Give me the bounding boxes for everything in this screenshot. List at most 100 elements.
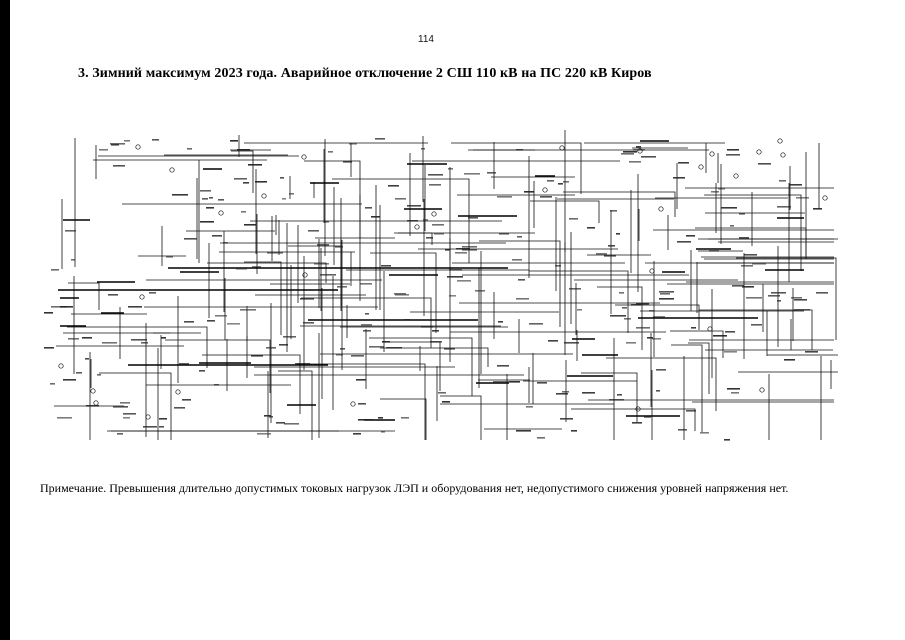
scheme-annotation-mark bbox=[110, 143, 125, 145]
scheme-annotation-mark bbox=[604, 255, 616, 257]
scheme-annotation-mark bbox=[252, 266, 261, 268]
scheme-annotation-mark bbox=[237, 149, 250, 151]
scheme-annotation-mark bbox=[647, 337, 653, 339]
scheme-line bbox=[670, 330, 724, 358]
scheme-annotation-mark bbox=[727, 388, 740, 390]
scheme-annotation-mark bbox=[108, 294, 118, 296]
transformer-symbol bbox=[302, 272, 308, 278]
scheme-annotation-mark bbox=[449, 269, 462, 271]
scheme-annotation-mark bbox=[124, 140, 130, 142]
scheme-annotation-mark bbox=[215, 315, 227, 317]
transformer-symbol bbox=[637, 148, 643, 154]
scheme-line bbox=[68, 282, 100, 310]
scheme-annotation-mark bbox=[779, 180, 786, 182]
scheme-line bbox=[440, 395, 482, 440]
transformer-symbol bbox=[707, 326, 713, 332]
scheme-annotation-mark bbox=[610, 210, 617, 212]
scheme-annotation-mark bbox=[340, 348, 345, 350]
scheme-annotation-mark bbox=[624, 318, 631, 320]
scheme-annotation-mark bbox=[623, 151, 637, 153]
scheme-annotation-mark bbox=[746, 297, 762, 299]
scheme-annotation-mark bbox=[558, 183, 563, 185]
scheme-annotation-mark bbox=[187, 148, 192, 150]
scheme-annotation-mark bbox=[99, 149, 108, 151]
transformer-symbol bbox=[635, 406, 641, 412]
scheme-annotation-mark bbox=[161, 337, 166, 339]
scheme-annotation-mark bbox=[497, 196, 512, 198]
scheme-annotation-mark bbox=[445, 249, 450, 251]
scheme-annotation-mark bbox=[363, 330, 371, 332]
transformer-symbol bbox=[709, 151, 715, 157]
scheme-annotation-mark bbox=[499, 233, 509, 235]
scheme-line bbox=[398, 232, 433, 245]
scheme-annotation-mark bbox=[44, 312, 53, 314]
scheme-annotation-mark bbox=[659, 291, 674, 293]
scheme-annotation-mark bbox=[218, 199, 224, 201]
scheme-line bbox=[615, 304, 700, 330]
scheme-line bbox=[382, 341, 441, 391]
scheme-annotation-mark bbox=[284, 423, 299, 425]
scheme-annotation-mark bbox=[791, 297, 802, 299]
scheme-line bbox=[530, 200, 600, 223]
scheme-annotation-mark bbox=[199, 370, 205, 372]
scheme-annotation-mark bbox=[493, 381, 509, 383]
scheme-annotation-mark bbox=[426, 237, 433, 239]
scheme-annotation-mark bbox=[159, 418, 167, 420]
transformer-symbol bbox=[135, 144, 141, 150]
transformer-symbol bbox=[759, 387, 765, 393]
scheme-annotation-mark bbox=[457, 280, 471, 282]
scheme-annotation-mark bbox=[617, 394, 622, 396]
scheme-annotation-mark bbox=[678, 429, 687, 431]
scheme-annotation-mark bbox=[636, 303, 649, 305]
scheme-line bbox=[671, 344, 703, 432]
scheme-annotation-mark bbox=[660, 293, 670, 295]
scheme-annotation-mark bbox=[255, 181, 267, 183]
scheme-line bbox=[231, 150, 254, 193]
scheme-annotation-mark bbox=[596, 253, 607, 255]
transformer-symbol bbox=[658, 206, 664, 212]
scheme-annotation-mark bbox=[82, 337, 92, 339]
scheme-annotation-mark bbox=[308, 230, 319, 232]
scheme-annotation-mark bbox=[777, 300, 781, 302]
scheme-annotation-mark bbox=[718, 188, 725, 190]
transformer-symbol bbox=[822, 195, 828, 201]
scheme-annotation-mark bbox=[349, 143, 357, 145]
scheme-annotation-mark bbox=[448, 168, 453, 170]
scheme-annotation-mark bbox=[632, 422, 642, 424]
scheme-annotation-mark bbox=[421, 326, 433, 328]
transformer-symbol bbox=[350, 401, 356, 407]
scheme-annotation-mark bbox=[789, 184, 802, 186]
scheme-annotation-mark bbox=[143, 426, 157, 428]
scheme-annotation-mark bbox=[371, 216, 380, 218]
scheme-annotation-mark bbox=[649, 310, 654, 312]
scheme-line bbox=[244, 261, 282, 335]
transformer-symbol bbox=[169, 167, 175, 173]
transformer-symbol bbox=[93, 400, 99, 406]
scheme-annotation-mark bbox=[631, 304, 641, 306]
scheme-annotation-mark bbox=[509, 381, 520, 383]
scheme-annotation-mark bbox=[462, 246, 477, 248]
scheme-annotation-mark bbox=[337, 286, 347, 288]
scheme-annotation-mark bbox=[86, 405, 99, 407]
scheme-annotation-mark bbox=[529, 323, 543, 325]
note-text: Примечание. Превышения длительно допусти… bbox=[40, 481, 789, 495]
scheme-annotation-mark bbox=[569, 218, 578, 220]
scheme-annotation-mark bbox=[382, 341, 390, 343]
scheme-annotation-mark bbox=[358, 403, 366, 405]
scheme-annotation-mark bbox=[159, 426, 164, 428]
scheme-annotation-mark bbox=[248, 164, 262, 166]
scheme-annotation-mark bbox=[587, 227, 595, 229]
scheme-annotation-mark bbox=[455, 252, 467, 254]
scheme-annotation-mark bbox=[395, 198, 406, 200]
scheme-annotation-mark bbox=[629, 161, 641, 163]
scheme-line bbox=[278, 370, 313, 440]
scheme-annotation-mark bbox=[251, 355, 263, 357]
scheme-annotation-mark bbox=[401, 417, 409, 419]
scheme-line bbox=[767, 354, 838, 356]
scheme-annotation-mark bbox=[407, 205, 421, 207]
scheme-line bbox=[736, 257, 837, 340]
scheme-annotation-mark bbox=[636, 146, 641, 148]
scheme-annotation-mark bbox=[721, 207, 737, 209]
scheme-annotation-mark bbox=[555, 265, 561, 267]
power-grid-scheme bbox=[44, 130, 838, 441]
